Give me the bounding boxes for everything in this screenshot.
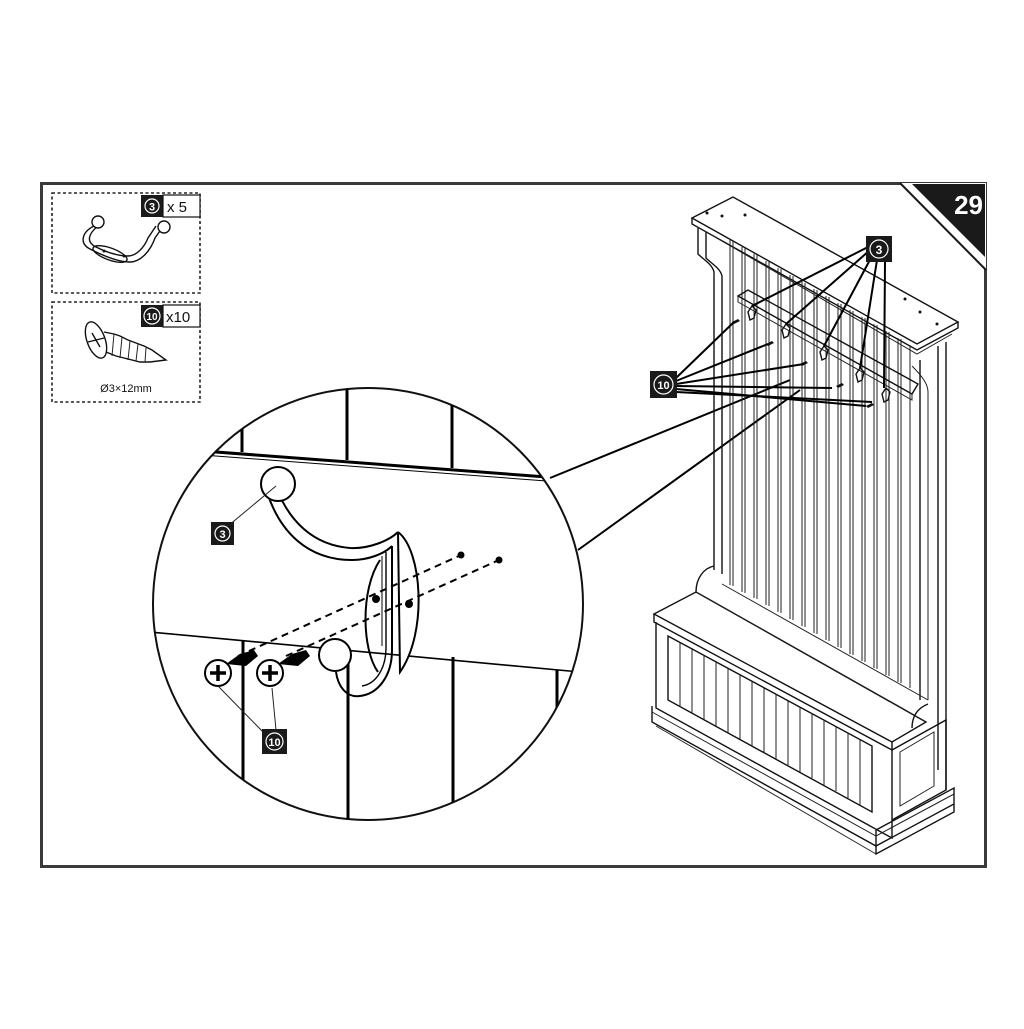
overview-callout-hook: 3 [866,236,892,262]
hook-ball-bottom [318,638,352,672]
coat-hook-icon [82,215,171,264]
detail-hook [260,466,503,698]
overview-callout-lines-screw [675,321,873,407]
bench-front-slats [679,642,861,805]
screw-icon [84,321,168,363]
svg-text:10: 10 [268,737,280,749]
step-number-badge: 29 [899,182,987,271]
overview-callout-lines-hook [751,246,886,389]
detail-screw-left [204,650,258,687]
svg-text:3: 3 [876,243,883,257]
detail-callout-screw: 10 [262,729,287,754]
detail-callout-hook: 3 [211,522,234,545]
part-box-screw: 10 x10 Ø3×12mm [51,301,201,403]
part-id-label: 3 [149,202,155,214]
part-id-badge [141,195,163,217]
detail-magnifier: 3 10 [152,379,801,821]
part-quantity: x10 [166,309,190,326]
part-quantity: x 5 [167,199,187,216]
page-frame [40,182,987,868]
detail-screw-right [256,650,310,687]
screw-spec: Ø3×12mm [100,383,152,395]
hall-tree-overview: 3 10 [650,196,960,856]
step-number: 29 [954,190,983,220]
part-id-label: 10 [146,312,158,323]
svg-text:10: 10 [657,380,669,392]
overview-callout-screw: 10 [650,371,677,398]
part-box-hook: 3 x 5 [51,192,201,294]
svg-text:3: 3 [219,529,225,541]
hook-ball-top [260,466,296,502]
bench [651,565,955,856]
